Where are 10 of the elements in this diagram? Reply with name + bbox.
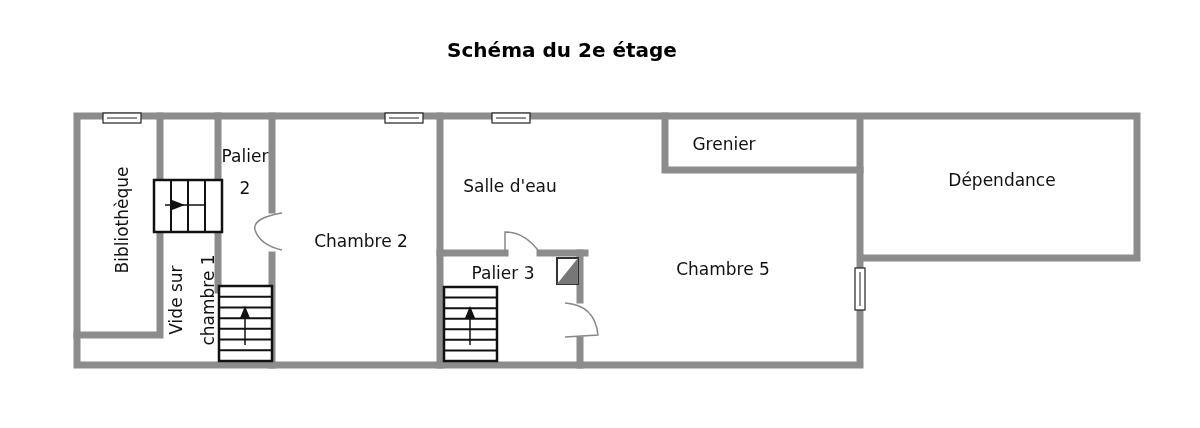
- room-label: Vide sur chambre 1: [165, 253, 219, 348]
- plan-title: Schéma du 2e étage: [447, 38, 677, 62]
- room-label: Palier 2: [220, 145, 270, 200]
- room-label: Palier 3: [471, 263, 535, 283]
- room-label: Salle d'eau: [463, 176, 557, 196]
- room-label: Bibliothèque: [112, 166, 132, 274]
- room-label: Grenier: [692, 134, 756, 154]
- room-label: Chambre 2: [314, 231, 408, 251]
- room-label: Chambre 5: [676, 259, 770, 279]
- room-label: Dépendance: [948, 170, 1056, 190]
